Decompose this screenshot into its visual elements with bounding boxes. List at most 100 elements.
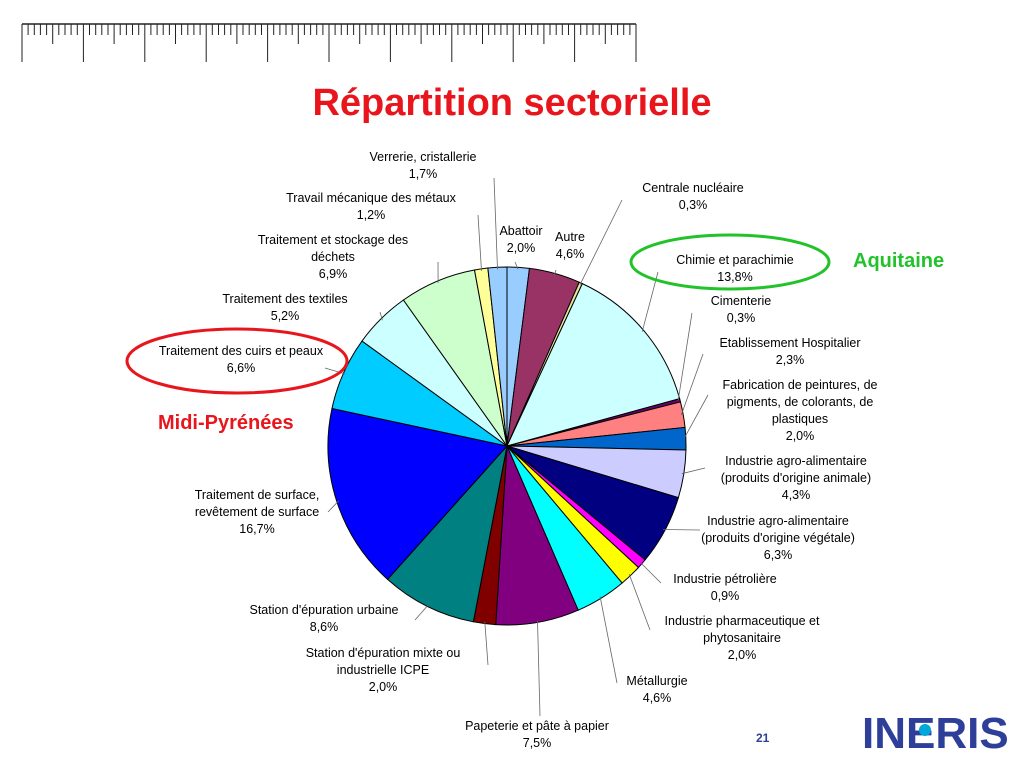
leader-line-8 bbox=[663, 529, 701, 531]
pie-slice-14 bbox=[386, 444, 508, 623]
slice-name-line: Industrie agro-alimentaire bbox=[707, 514, 849, 528]
slice-percent: 2,0% bbox=[786, 429, 815, 443]
region-label-aquitaine: Aquitaine bbox=[853, 250, 945, 272]
slice-label-12: Papeterie et pâte à papier 7,5% bbox=[465, 719, 609, 750]
slice-percent: 8,6% bbox=[310, 620, 339, 634]
slice-percent: 4,3% bbox=[782, 488, 811, 502]
slice-percent: 2,0% bbox=[507, 241, 536, 255]
slice-percent: 4,6% bbox=[556, 247, 585, 261]
slice-label-2: Centrale nucléaire 0,3% bbox=[642, 181, 743, 212]
slice-label-4: Cimenterie 0,3% bbox=[711, 294, 771, 325]
slice-name-line: Traitement de surface, bbox=[195, 488, 320, 502]
leader-line-11 bbox=[599, 596, 618, 684]
leader-line-16 bbox=[324, 367, 346, 375]
slice-name-line: industrielle ICPE bbox=[337, 663, 429, 677]
leader-line-12 bbox=[537, 620, 541, 717]
slice-name-line: pigments, de colorants, de bbox=[727, 395, 874, 409]
slice-name-line: Station d'épuration urbaine bbox=[249, 603, 398, 617]
slice-percent: 0,3% bbox=[679, 198, 708, 212]
slice-label-6: Fabrication de peintures, de pigments, de… bbox=[723, 378, 878, 443]
logo-text: INERIS bbox=[862, 709, 1009, 756]
leader-line-3 bbox=[641, 271, 659, 332]
slice-name-line: Verrerie, cristallerie bbox=[370, 150, 477, 164]
slice-percent: 2,0% bbox=[369, 680, 398, 694]
slice-name-line: Centrale nucléaire bbox=[642, 181, 743, 195]
slice-name-line: phytosanitaire bbox=[703, 631, 781, 645]
leader-line-19 bbox=[477, 214, 482, 271]
slice-label-15: Traitement de surface, revêtement de surf… bbox=[195, 488, 320, 536]
slice-percent: 2,0% bbox=[728, 648, 757, 662]
leader-line-1 bbox=[553, 269, 557, 276]
slice-label-5: Etablissement Hospitalier 2,3% bbox=[719, 336, 860, 367]
leader-line-20 bbox=[493, 177, 498, 270]
slice-label-10: Industrie pharmaceutique et phytosanitair… bbox=[665, 614, 820, 662]
slice-percent: 5,2% bbox=[271, 309, 300, 323]
slice-name-line: plastiques bbox=[772, 412, 828, 426]
pie-labels: Abattoir 2,0% Autre 4,6% Centrale nucléaire 0… bbox=[159, 150, 878, 750]
slice-name-line: Traitement des cuirs et peaux bbox=[159, 344, 324, 358]
ruler-decoration bbox=[21, 23, 637, 62]
slice-label-3: Chimie et parachimie 13,8% bbox=[676, 253, 793, 284]
slice-name-line: Station d'épuration mixte ou bbox=[306, 646, 461, 660]
slice-name-line: Industrie pharmaceutique et bbox=[665, 614, 820, 628]
slice-label-1: Autre 4,6% bbox=[555, 230, 585, 261]
slice-percent: 4,6% bbox=[643, 691, 672, 705]
leader-line-14 bbox=[414, 604, 429, 621]
slice-name-line: Etablissement Hospitalier bbox=[719, 336, 860, 350]
slice-name-line: Traitement et stockage des bbox=[258, 233, 408, 247]
leader-line-15 bbox=[327, 500, 339, 513]
slice-percent: 6,9% bbox=[319, 267, 348, 281]
slice-label-17: Traitement des textiles 5,2% bbox=[222, 292, 347, 323]
slice-name-line: Papeterie et pâte à papier bbox=[465, 719, 609, 733]
leader-line-4 bbox=[677, 312, 693, 401]
slice-percent: 2,3% bbox=[776, 353, 805, 367]
slice-percent: 7,5% bbox=[523, 736, 552, 750]
slice-label-11: Métallurgie 4,6% bbox=[626, 674, 687, 705]
slice-percent: 1,2% bbox=[357, 208, 386, 222]
slice-name-line: Fabrication de peintures, de bbox=[723, 378, 878, 392]
slice-name-line: Chimie et parachimie bbox=[676, 253, 793, 267]
slice-name-line: Travail mécanique des métaux bbox=[286, 191, 457, 205]
slide-title: Répartition sectorielle bbox=[312, 82, 712, 124]
slice-percent: 6,3% bbox=[764, 548, 793, 562]
region-label-midi-pyrenees: Midi-Pyrénées bbox=[158, 412, 294, 434]
slice-percent: 16,7% bbox=[239, 522, 274, 536]
pie-slice-15 bbox=[327, 407, 508, 581]
slice-percent: 13,8% bbox=[717, 270, 752, 284]
slice-percent: 6,6% bbox=[227, 361, 256, 375]
leader-line-17 bbox=[379, 311, 383, 321]
slice-name-line: (produits d'origine végétale) bbox=[701, 531, 855, 545]
leader-line-2 bbox=[579, 199, 623, 285]
leader-line-13 bbox=[484, 621, 489, 666]
highlight-ellipse-midi-pyrenees bbox=[125, 327, 349, 395]
leader-line-10 bbox=[628, 573, 651, 631]
slice-name-line: Cimenterie bbox=[711, 294, 771, 308]
highlight-ellipse-aquitaine bbox=[629, 233, 831, 291]
slice-name-line: Industrie agro-alimentaire bbox=[725, 454, 867, 468]
slice-name-line: Traitement des textiles bbox=[222, 292, 347, 306]
slice-label-14: Station d'épuration urbaine 8,6% bbox=[249, 603, 398, 634]
ineris-logo: INERIS bbox=[862, 709, 1009, 756]
leader-line-5 bbox=[680, 353, 704, 416]
leader-line-7 bbox=[681, 467, 706, 475]
logo-dot bbox=[919, 724, 931, 736]
slice-name-line: revêtement de surface bbox=[195, 505, 319, 519]
slice-percent: 0,3% bbox=[727, 311, 756, 325]
page-number: 21 bbox=[756, 731, 770, 745]
slice-label-20: Verrerie, cristallerie 1,7% bbox=[370, 150, 477, 181]
slice-label-16: Traitement des cuirs et peaux 6,6% bbox=[159, 344, 324, 375]
pie-slices bbox=[327, 266, 687, 626]
slice-label-0: Abattoir 2,0% bbox=[499, 224, 542, 255]
slice-name-line: Métallurgie bbox=[626, 674, 687, 688]
slice-label-19: Travail mécanique des métaux 1,2% bbox=[286, 191, 457, 222]
leader-line-0 bbox=[514, 261, 519, 270]
slice-name-line: Abattoir bbox=[499, 224, 542, 238]
slice-percent: 1,7% bbox=[409, 167, 438, 181]
slice-label-13: Station d'épuration mixte ou industrielle… bbox=[306, 646, 461, 694]
slice-label-8: Industrie agro-alimentaire (produits d'or… bbox=[701, 514, 855, 562]
slice-name-line: Autre bbox=[555, 230, 585, 244]
leader-line-9 bbox=[640, 562, 662, 584]
